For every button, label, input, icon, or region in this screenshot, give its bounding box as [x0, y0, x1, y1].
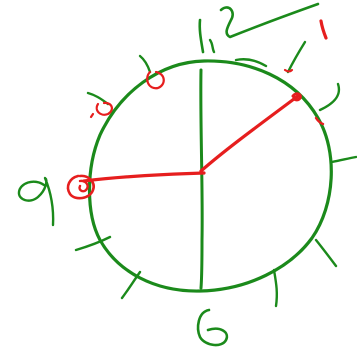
- numeral-9: [19, 178, 53, 225]
- red-hand-to-nine: [84, 173, 204, 181]
- tick-mark-bottom-left: [122, 272, 140, 298]
- red-mark-top-right: [321, 21, 326, 38]
- vertical-divider-line: [201, 70, 202, 288]
- red-loop-at-eleven: [91, 103, 112, 117]
- tick-mark-top-left: [140, 56, 150, 72]
- tick-mark-lower-right: [316, 240, 336, 266]
- tick-mark-right-upper: [320, 84, 339, 110]
- tick-mark-bottom-right: [274, 270, 277, 306]
- numeral-12: [200, 4, 318, 52]
- red-hand-to-two: [201, 96, 298, 171]
- tick-mark-upper-right: [288, 42, 305, 72]
- numeral-6: [198, 310, 227, 345]
- tick-mark-right: [332, 157, 356, 162]
- red-scribble-at-nine: [80, 181, 88, 191]
